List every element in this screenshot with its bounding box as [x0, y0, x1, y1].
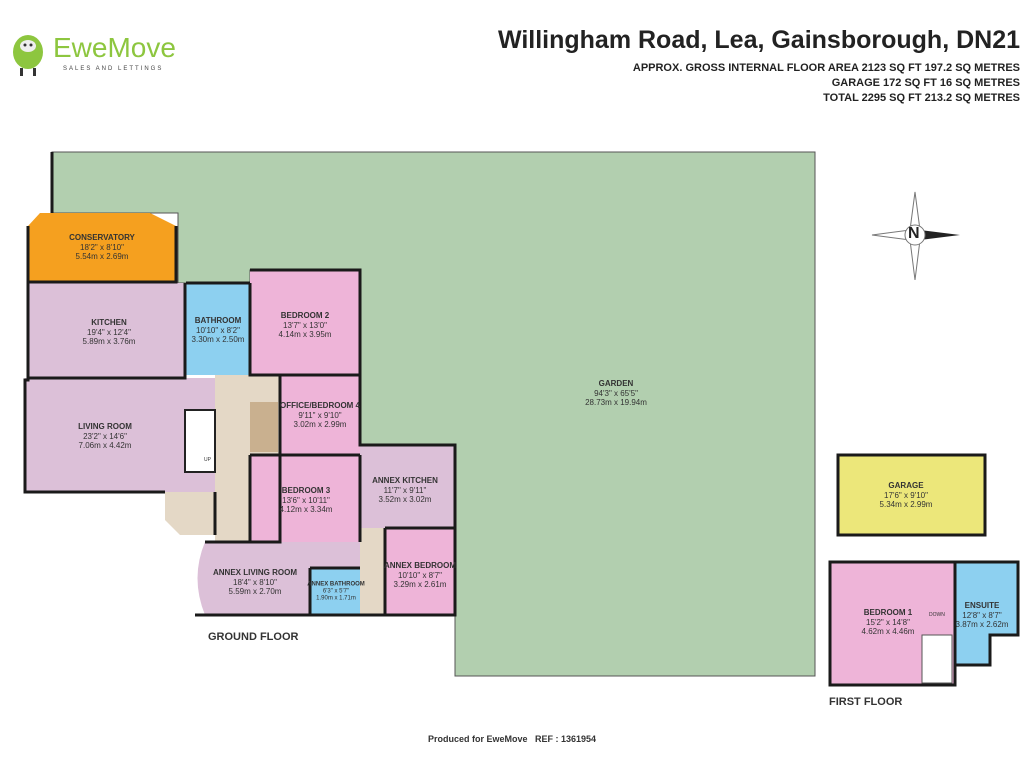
bedroom2-area — [250, 270, 360, 375]
room-imperial: 18'2" x 8'10" — [80, 242, 124, 252]
ground-floor-label: GROUND FLOOR — [208, 631, 299, 643]
room-imperial: 10'10" x 8'7" — [398, 570, 442, 580]
garage-area: GARAGE 172 SQ FT 16 SQ METRES — [831, 77, 1020, 89]
room-name: ANNEX KITCHEN — [372, 475, 438, 485]
conservatory-area — [28, 213, 176, 282]
living-area — [25, 378, 215, 492]
bathroom-area — [186, 283, 250, 375]
room-imperial: 18'4" x 8'10" — [233, 577, 277, 587]
annex-bedroom-area — [385, 528, 455, 615]
room-imperial: 13'6" x 10'11" — [282, 495, 330, 505]
room-metric: 5.34m x 2.99m — [879, 499, 933, 509]
room-metric: 5.54m x 2.69m — [75, 251, 129, 261]
room-name: ANNEX LIVING ROOM — [212, 567, 298, 577]
first-floor-stairs — [921, 634, 953, 684]
room-name: BATHROOM — [194, 315, 242, 325]
room-name: CONSERVATORY — [69, 232, 135, 242]
room-metric: 3.29m x 2.61m — [393, 579, 447, 589]
room-imperial: 19'4" x 12'4" — [87, 327, 131, 337]
room-metric: 3.30m x 2.50m — [191, 334, 245, 344]
annex-corridor — [360, 528, 385, 615]
room-metric: 1.90m x 1.71m — [316, 595, 356, 602]
porch-area — [165, 492, 215, 535]
cupboard — [250, 402, 278, 452]
room-name: OFFICE/BEDROOM 4 — [279, 400, 361, 410]
room-name: ENSUITE — [964, 600, 1000, 610]
stairs — [184, 409, 216, 473]
room-metric: 7.06m x 4.42m — [78, 440, 132, 450]
logo: EweMove SALES AND LETTINGS — [8, 30, 178, 80]
room-metric: 5.89m x 3.76m — [82, 336, 136, 346]
room-imperial: 94'3" x 65'5" — [594, 388, 638, 398]
room-metric: 5.59m x 2.70m — [228, 586, 282, 596]
room-imperial: 10'10" x 8'2" — [196, 325, 240, 335]
room-metric: 4.62m x 4.46m — [861, 626, 915, 636]
stairs-down-label: DOWN — [929, 612, 945, 618]
office-area — [280, 375, 360, 455]
garage-area — [836, 453, 987, 537]
room-metric: 28.73m x 19.94m — [585, 397, 647, 407]
room-imperial: 15'2" x 14'8" — [866, 617, 910, 627]
room-metric: 3.87m x 2.62m — [955, 619, 1009, 629]
property-title: Willingham Road, Lea, Gainsborough, DN21 — [497, 26, 1020, 54]
room-name: KITCHEN — [91, 317, 127, 327]
ensuite-area — [953, 560, 1020, 667]
compass-rose-icon — [871, 191, 960, 281]
room-name: GARDEN — [598, 378, 634, 388]
room-name: BEDROOM 3 — [281, 485, 331, 495]
room-name: ANNEX BEDROOM — [383, 560, 457, 570]
room-imperial: 11'7" x 9'11" — [383, 485, 427, 495]
total-area: TOTAL 2295 SQ FT 213.2 SQ METRES — [823, 92, 1020, 104]
room-imperial: 17'6" x 9'10" — [884, 490, 928, 500]
room-name: GARAGE — [888, 480, 924, 490]
logo-brand: EweMove — [53, 32, 176, 63]
gross-area: APPROX. GROSS INTERNAL FLOOR AREA 2123 S… — [632, 62, 1020, 74]
annex-bathroom-area — [310, 568, 360, 615]
room-imperial: 13'7" x 13'0" — [283, 320, 327, 330]
first-floor-label: FIRST FLOOR — [829, 696, 903, 708]
footer-reference: Produced for EweMove REF : 1361954 — [427, 734, 597, 744]
compass-north-label: N — [908, 225, 920, 242]
room-imperial: 12'8" x 8'7" — [962, 610, 1002, 620]
bedroom3-area — [250, 455, 360, 542]
room-name: BEDROOM 1 — [863, 607, 913, 617]
room-metric: 4.12m x 3.34m — [279, 504, 333, 514]
room-imperial: 23'2" x 14'6" — [83, 431, 127, 441]
room-name: LIVING ROOM — [78, 421, 132, 431]
logo-tagline: SALES AND LETTINGS — [63, 66, 164, 72]
room-imperial: 9'11" x 9'10" — [298, 410, 342, 420]
room-name: ANNEX BATHROOM — [307, 581, 365, 588]
room-metric: 4.14m x 3.95m — [278, 329, 332, 339]
annex-kitchen-area — [360, 445, 455, 528]
sheep-logo-icon — [13, 35, 43, 76]
stairs-up-label: UP — [204, 457, 211, 463]
room-metric: 3.02m x 2.99m — [293, 419, 347, 429]
room-metric: 3.52m x 3.02m — [378, 494, 432, 504]
room-imperial: 6'3" x 5'7" — [322, 588, 350, 595]
kitchen-area — [28, 283, 185, 378]
room-name: BEDROOM 2 — [280, 310, 330, 320]
